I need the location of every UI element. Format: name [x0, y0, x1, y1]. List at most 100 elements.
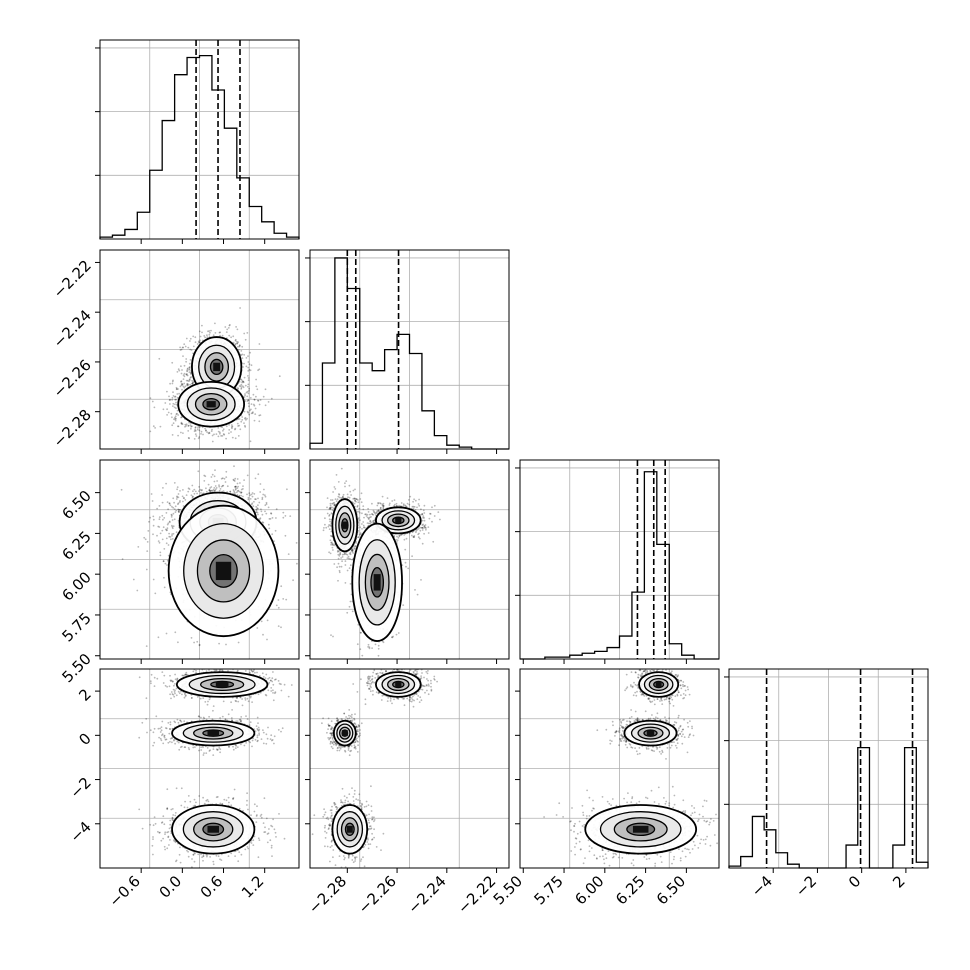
sample-point [166, 523, 169, 526]
sample-point [254, 498, 256, 500]
sample-point [187, 384, 189, 387]
sample-point [177, 425, 179, 428]
sample-point [258, 518, 261, 521]
sample-point [162, 518, 164, 521]
sample-point [205, 490, 208, 493]
sample-point [183, 382, 186, 385]
sample-point [263, 488, 265, 491]
sample-point [176, 486, 179, 488]
sample-point [189, 383, 192, 386]
sample-point [191, 495, 194, 498]
sample-point [207, 483, 210, 486]
sample-point [189, 424, 192, 427]
sample-point [207, 330, 209, 333]
sample-point [261, 513, 264, 516]
sample-point [177, 493, 180, 495]
sample-point [194, 490, 197, 493]
sample-point [171, 382, 174, 385]
sample-point [183, 375, 186, 378]
sample-point [240, 491, 243, 494]
sample-point [173, 501, 176, 504]
sample-point [244, 394, 246, 397]
sample-point [157, 540, 160, 542]
sample-point [166, 414, 169, 416]
sample-point [192, 496, 194, 498]
sample-point [247, 497, 250, 499]
sample-point [230, 336, 233, 339]
sample-point [186, 373, 188, 375]
sample-point [172, 532, 175, 535]
sample-point [182, 489, 184, 491]
sample-point [157, 525, 160, 528]
sample-point [187, 487, 190, 490]
sample-point [220, 477, 223, 480]
sample-point [198, 644, 201, 647]
sample-point [219, 432, 221, 435]
sample-point [182, 500, 184, 503]
sample-point [199, 488, 202, 491]
sample-point [251, 495, 254, 498]
sample-point [177, 414, 180, 416]
sample-point [247, 383, 250, 386]
sample-point [214, 469, 216, 472]
sample-point [166, 529, 168, 531]
sample-point [260, 508, 262, 511]
sample-point [259, 483, 262, 485]
sample-point [192, 335, 195, 338]
sample-point [158, 541, 161, 544]
sample-point [228, 429, 231, 431]
sample-point [168, 520, 171, 523]
sample-point [231, 425, 234, 428]
sample-point [228, 334, 231, 337]
sample-point [171, 524, 173, 527]
sample-point [182, 385, 185, 388]
sample-point [171, 519, 174, 521]
sample-point [249, 498, 252, 500]
sample-point [188, 366, 191, 369]
sample-point [241, 419, 244, 421]
sample-point [245, 365, 248, 368]
sample-point [256, 627, 259, 629]
sample-point [196, 343, 199, 345]
sample-point [167, 411, 170, 414]
sample-point [172, 506, 175, 509]
sample-point [247, 402, 250, 405]
sample-point [240, 386, 243, 389]
sample-point [175, 398, 177, 401]
sample-point [240, 383, 243, 386]
sample-point [175, 386, 178, 389]
sample-point [225, 470, 228, 473]
sample-point [221, 334, 224, 337]
sample-point [274, 529, 277, 532]
sample-point [233, 480, 236, 482]
sample-point [189, 373, 192, 375]
sample-point [264, 404, 267, 407]
sample-point [247, 392, 250, 395]
sample-point [120, 488, 123, 491]
sample-point [269, 518, 272, 520]
sample-point [188, 421, 191, 424]
sample-point [225, 331, 228, 333]
sample-point [239, 428, 242, 431]
sample-point [278, 375, 281, 378]
sample-point [249, 351, 252, 354]
sample-point [171, 534, 173, 537]
sample-point [218, 484, 220, 486]
sample-point [162, 408, 165, 411]
sample-point [259, 517, 262, 520]
sample-point [211, 489, 213, 492]
sample-point [237, 490, 239, 492]
sample-point [257, 497, 259, 500]
sample-point [257, 473, 260, 476]
histogram-panel [515, 459, 720, 660]
sample-point [193, 492, 196, 495]
sample-point [235, 326, 238, 328]
sample-point [240, 354, 243, 357]
sample-point [186, 382, 189, 385]
sample-point [168, 535, 171, 538]
sample-point [203, 335, 206, 337]
sample-point [180, 365, 182, 368]
sample-point [214, 485, 217, 487]
sample-point [171, 505, 173, 508]
